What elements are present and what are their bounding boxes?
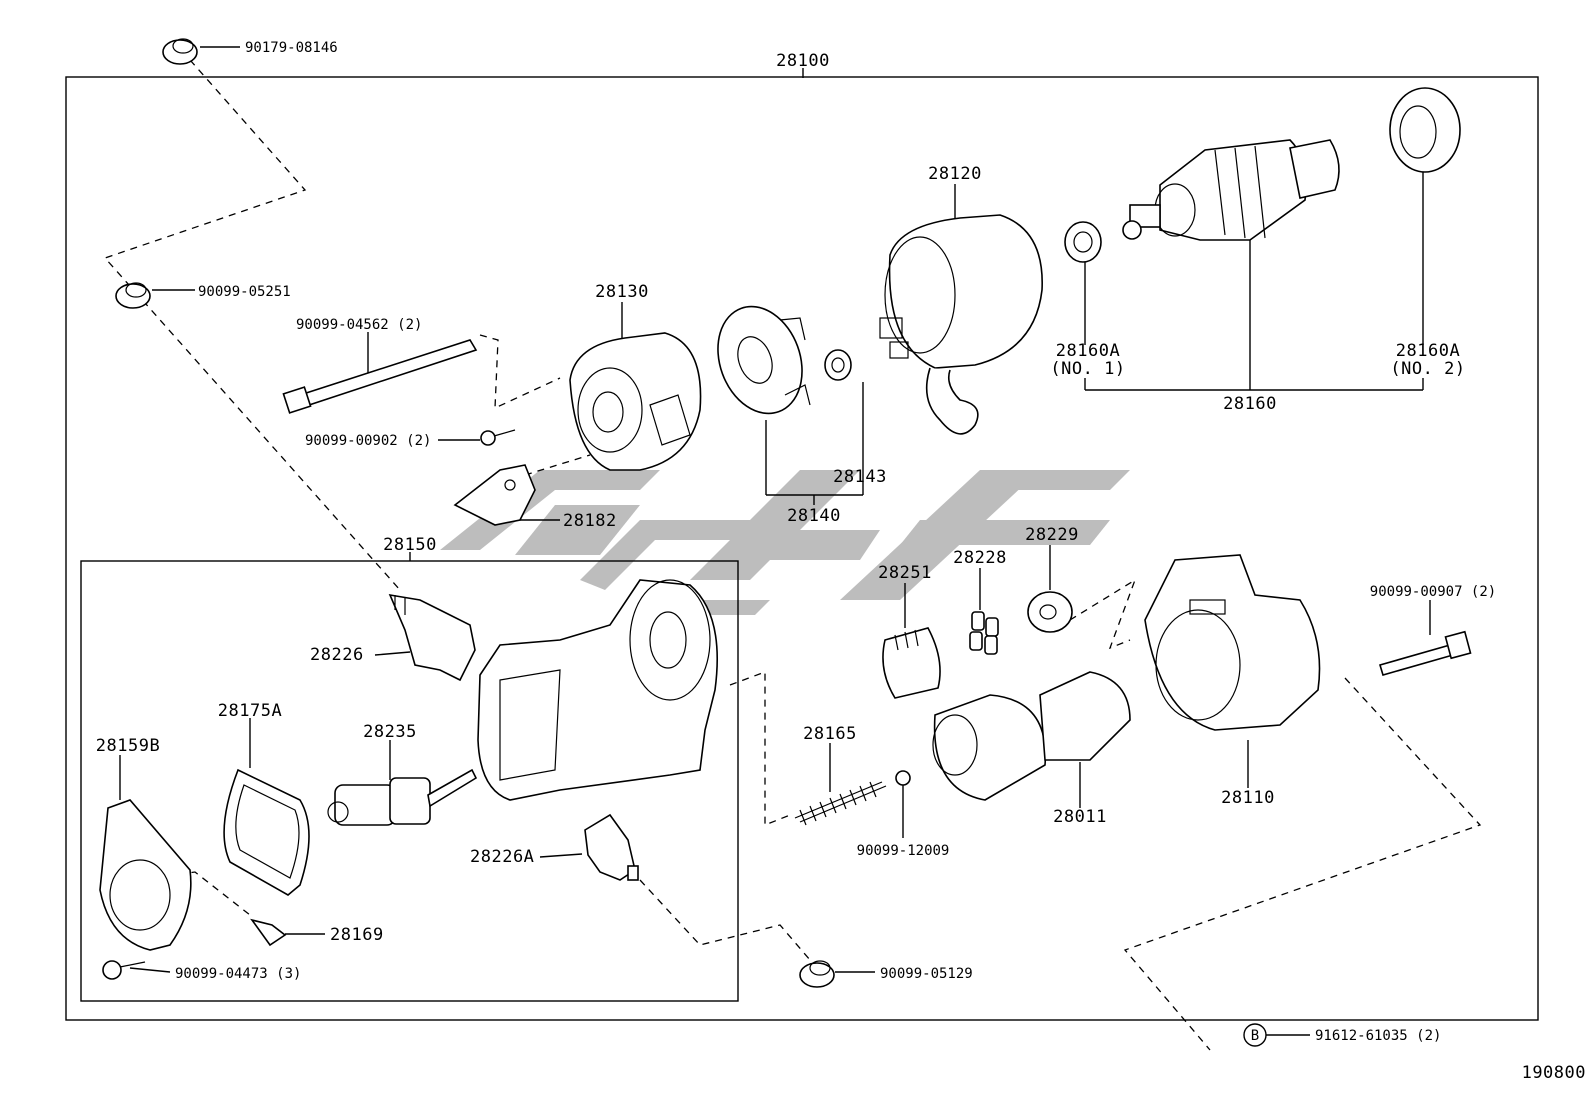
label-right-bolt: 90099-00907 (2): [1370, 584, 1496, 600]
part-pinion-gear: [882, 627, 941, 699]
label-small-screw: 90099-00902 (2): [305, 433, 431, 449]
label-bearing-no1: 28160A: [1056, 341, 1120, 361]
label-bearing-no2-note: (NO. 2): [1390, 359, 1465, 379]
label-drive-housing: 28130: [595, 282, 649, 302]
label-plate: 28182: [563, 511, 617, 531]
part-brush-holder: [717, 305, 811, 415]
label-clutch: 28011: [1053, 807, 1107, 827]
label-terminal-a: 28226A: [470, 847, 534, 867]
label-spring: 28165: [803, 724, 857, 744]
label-armature: 28160: [1223, 394, 1277, 414]
part-grommet-bottom: [799, 960, 835, 988]
part-small-screw: [480, 429, 516, 446]
label-cover-bolt: 90099-04473 (3): [175, 966, 301, 982]
label-gasket: 28175A: [218, 701, 282, 721]
label-grommet-top: 90179-08146: [245, 40, 338, 56]
part-right-bolt: [1379, 630, 1472, 676]
part-spring: [794, 781, 887, 826]
part-clutch: [932, 671, 1131, 801]
label-bearing-no1-note: (NO. 1): [1050, 359, 1125, 379]
assembly-frame: [65, 76, 1539, 1021]
label-clip: 28169: [330, 925, 384, 945]
label-through-bolt: 90099-04562 (2): [296, 317, 422, 333]
part-labels: 28100 90179-08146 90099-05251 90099-0456…: [96, 40, 1586, 1083]
part-plunger: [327, 768, 478, 826]
part-yoke: [879, 214, 1043, 435]
part-through-bolt: [282, 339, 478, 414]
label-housing: 28110: [1221, 788, 1275, 808]
part-gasket: [223, 768, 310, 896]
part-housing: [1144, 554, 1321, 731]
label-brush-spring: 28143: [833, 467, 887, 487]
part-drive-housing: [569, 332, 702, 471]
label-sub-assembly: 28150: [383, 535, 437, 555]
part-clip: [250, 918, 287, 947]
part-terminal-a: [584, 813, 639, 881]
part-rollers: [969, 611, 999, 655]
part-cover: [99, 799, 192, 951]
label-retainer: 28229: [1025, 525, 1079, 545]
label-grommet-bottom: 90099-05129: [880, 966, 973, 982]
part-brush-spring: [824, 349, 852, 381]
figure-id: 190800: [1522, 1063, 1586, 1083]
leader-lines: [119, 46, 1431, 1036]
label-roller: 28228: [953, 548, 1007, 568]
part-plate: [453, 464, 536, 526]
label-pinion-gear: 28251: [878, 563, 932, 583]
label-plunger: 28235: [363, 722, 417, 742]
bolt-b-marker-label: B: [1251, 1028, 1259, 1044]
label-terminal: 28226: [310, 645, 364, 665]
bolt-b-marker: B: [1243, 1023, 1267, 1047]
label-bolt-b: 91612-61035 (2): [1315, 1028, 1441, 1044]
label-assembly: 28100: [776, 51, 830, 71]
label-grommet-mid: 90099-05251: [198, 284, 291, 300]
part-grommet-mid: [115, 282, 151, 309]
part-solenoid-housing: [477, 579, 718, 801]
part-retainer: [1027, 591, 1073, 633]
part-cover-bolt: [102, 960, 146, 980]
part-ball: [895, 770, 911, 786]
part-grommet-top: [162, 38, 198, 65]
label-bearing-no2: 28160A: [1396, 341, 1460, 361]
label-brush-holder: 28140: [787, 506, 841, 526]
part-armature: [1122, 139, 1340, 241]
label-yoke: 28120: [928, 164, 982, 184]
label-ball: 90099-12009: [857, 843, 950, 859]
label-cover: 28159B: [96, 736, 160, 756]
part-terminal: [388, 593, 476, 682]
part-bearing-no1: [1064, 221, 1102, 263]
part-bearing-no2: [1389, 87, 1461, 173]
